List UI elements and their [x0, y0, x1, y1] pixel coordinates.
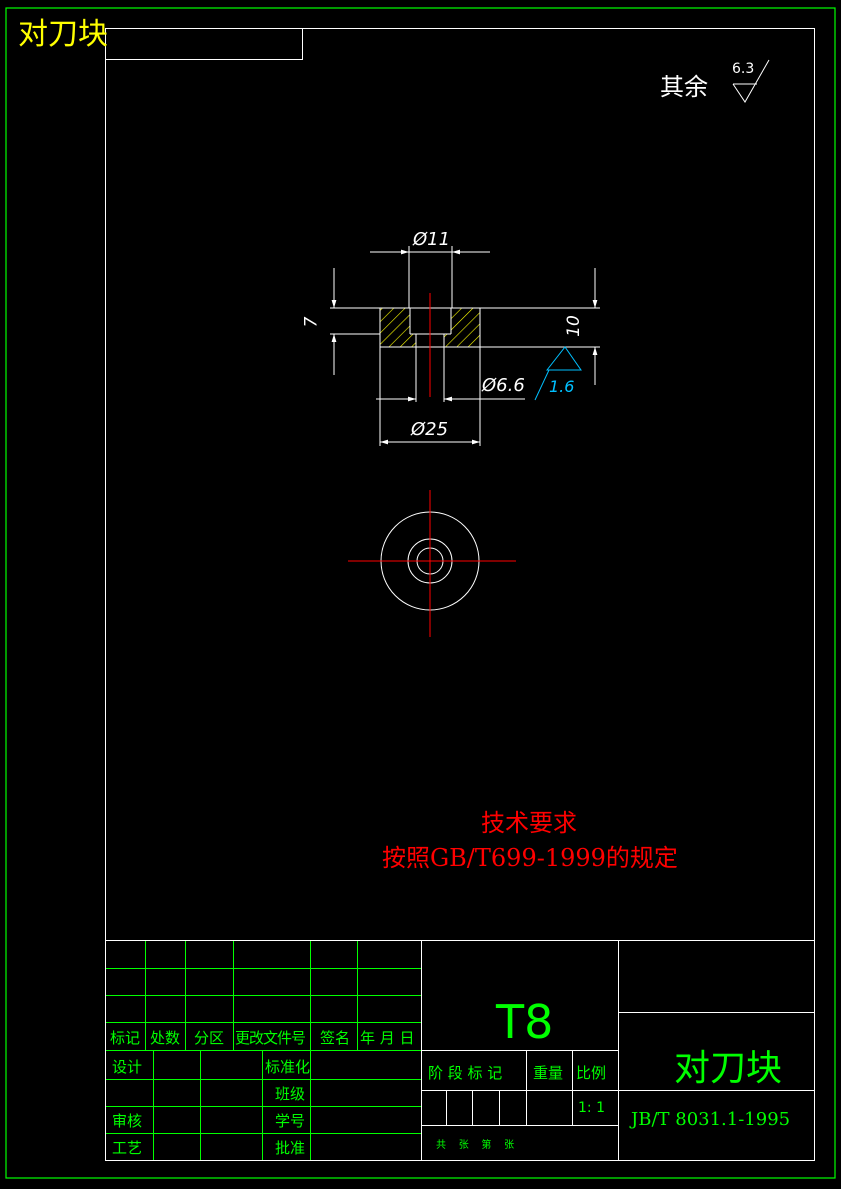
label-review: 审核	[112, 1112, 143, 1130]
dim-d25: Ø25	[411, 419, 449, 440]
rev-header-zone: 分区	[194, 1029, 225, 1047]
part-name: 对刀块	[674, 1048, 783, 1089]
title-block-grid	[106, 940, 814, 1160]
standard-code: JB/T 8031.1-1995	[631, 1109, 791, 1130]
label-stage-mark: 阶 段 标 记	[428, 1064, 503, 1082]
label-standardize: 标准化	[265, 1058, 311, 1076]
label-sheets: 共 张 第 张	[436, 1140, 515, 1151]
surface-note-prefix: 其余	[660, 73, 708, 101]
label-ratio: 比例	[576, 1064, 607, 1082]
rev-header-mark: 标记	[110, 1029, 141, 1047]
surface-note-roughness: 6.3	[732, 61, 755, 77]
roughness-hole-value: 1.6	[549, 377, 575, 396]
label-process: 工艺	[112, 1139, 143, 1157]
material-value: T8	[496, 995, 554, 1049]
top-view	[348, 490, 516, 637]
corner-title-box	[105, 28, 303, 60]
tech-req-title: 技术要求	[481, 809, 577, 837]
dim-h7: 7	[301, 316, 322, 328]
hatch-right-low	[444, 334, 480, 347]
scale-value: 1: 1	[578, 1100, 605, 1116]
dim-h10: 10	[563, 315, 584, 337]
label-student-no: 学号	[275, 1112, 306, 1130]
rev-header-count: 处数	[150, 1029, 181, 1047]
corner-title: 对刀块	[18, 17, 108, 52]
label-design: 设计	[112, 1058, 143, 1076]
inner-frame	[105, 28, 815, 1161]
hatch-right	[451, 308, 480, 334]
label-class: 班级	[275, 1085, 306, 1103]
hatch-left-low	[380, 334, 416, 347]
hatch-left	[380, 308, 410, 334]
label-approve: 批准	[275, 1139, 306, 1157]
roughness-symbol-hole	[534, 346, 582, 401]
dim-d6-6: Ø6.6	[482, 375, 525, 396]
roughness-symbol-general	[732, 59, 770, 103]
rev-header-sign: 签名	[320, 1029, 351, 1047]
rev-header-date: 年 月 日	[360, 1029, 415, 1047]
outer-frame	[5, 7, 836, 1179]
label-weight: 重量	[533, 1064, 564, 1082]
section-view	[330, 246, 600, 446]
dim-d11: Ø11	[413, 229, 451, 250]
rev-header-docno: 更改文件号	[235, 1029, 306, 1047]
tech-req-body: 按照GB/T699-1999的规定	[382, 844, 678, 872]
